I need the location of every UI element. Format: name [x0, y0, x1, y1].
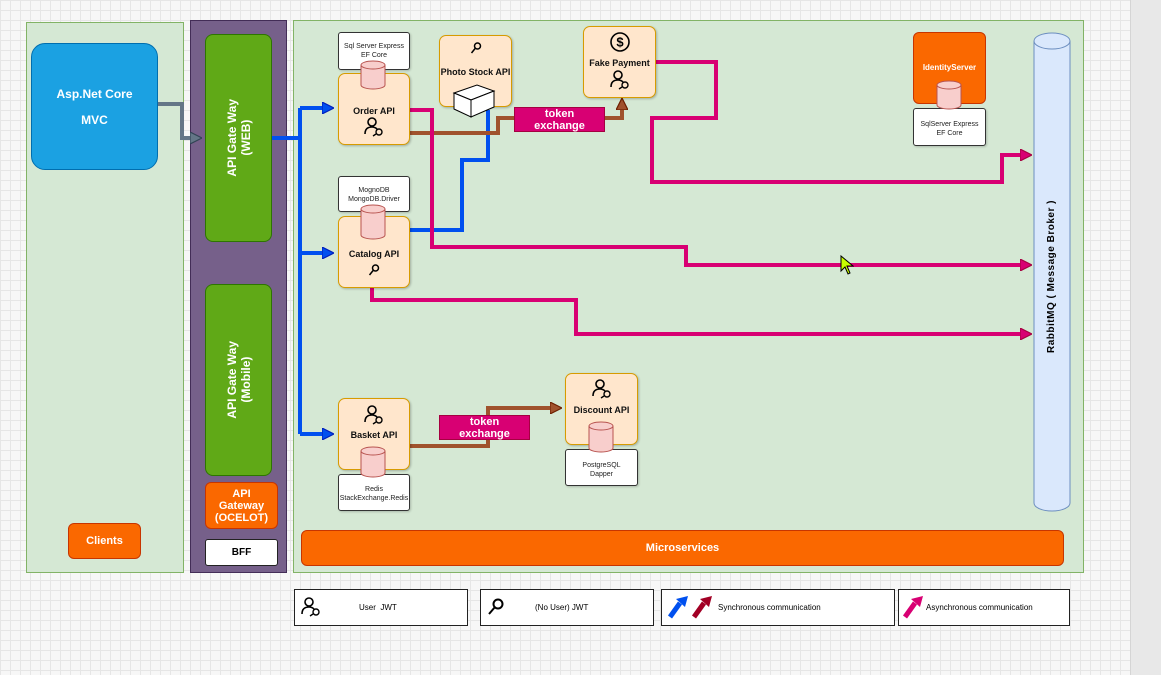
- fake-payment-name: Fake Payment: [589, 58, 650, 68]
- key-icon: [339, 264, 409, 278]
- storage-cube-icon: [451, 83, 497, 119]
- ocelot-gateway[interactable]: API Gateway (OCELOT): [205, 482, 278, 529]
- user-jwt-icon: [566, 379, 637, 401]
- legend-async-label: Asynchronous communication: [926, 603, 1033, 612]
- photo-stock-name: Photo Stock API: [440, 67, 511, 77]
- clients-label[interactable]: Clients: [68, 523, 141, 559]
- discount-db-label: PostgreSQL Dapper: [565, 449, 638, 486]
- basket-db-cylinder: [360, 446, 386, 478]
- basket-db-label: Redis StackExchange.Redis: [338, 474, 410, 511]
- order-db-label: Sql Server Express EF Core: [338, 32, 410, 70]
- catalog-db-cylinder: [360, 204, 386, 240]
- user-jwt-icon: [301, 596, 321, 619]
- mouse-cursor-icon: [840, 254, 855, 275]
- api-gateway-mobile[interactable]: API Gate Way (Mobile): [205, 284, 272, 476]
- vertical-scrollbar[interactable]: [1130, 0, 1161, 675]
- token-exchange-basket: token exchange: [439, 415, 530, 440]
- identity-db-cylinder: [936, 80, 962, 110]
- bff-label[interactable]: BFF: [205, 539, 278, 566]
- legend-user-jwt: User JWT: [294, 589, 468, 626]
- basket-service-name: Basket API: [350, 430, 398, 440]
- key-icon: [487, 598, 505, 618]
- user-jwt-icon: [584, 70, 655, 92]
- identity-server-name: IdentityServer: [922, 63, 977, 72]
- token-exchange-order: token exchange: [514, 107, 605, 132]
- microservices-label[interactable]: Microservices: [301, 530, 1064, 566]
- legend-user-jwt-label: User JWT: [359, 603, 397, 612]
- sync-arrow-icon: [666, 594, 716, 622]
- api-gateway-web-label: API Gate Way (WEB): [224, 99, 253, 177]
- mvc-client-node[interactable]: Asp.Net Core MVC: [31, 43, 158, 170]
- legend-sync-label: Synchronous communication: [718, 603, 821, 612]
- rabbitmq-label: RabbitMQ ( Message Broker ): [1046, 200, 1057, 354]
- user-jwt-icon: [339, 117, 409, 139]
- order-db-cylinder: [360, 60, 386, 90]
- identity-db-label: SqlServer Express EF Core: [913, 108, 986, 146]
- legend-no-user-jwt: (No User) JWT: [480, 589, 654, 626]
- api-gateway-mobile-label: API Gate Way (Mobile): [224, 341, 253, 419]
- legend-sync: Synchronous communication: [661, 589, 895, 626]
- fake-payment-service[interactable]: $ Fake Payment: [583, 26, 656, 98]
- legend-async: Asynchronous communication: [898, 589, 1070, 626]
- legend-no-user-jwt-label: (No User) JWT: [535, 603, 589, 612]
- user-jwt-icon: [339, 405, 409, 427]
- discount-db-cylinder: [588, 421, 614, 453]
- mvc-client-subtitle: MVC: [81, 112, 108, 127]
- api-gateway-web[interactable]: API Gate Way (WEB): [205, 34, 272, 242]
- key-icon: [440, 42, 511, 56]
- dollar-icon: $: [584, 31, 655, 55]
- order-service-name: Order API: [353, 106, 395, 116]
- svg-text:$: $: [616, 35, 624, 50]
- catalog-service-name: Catalog API: [348, 249, 400, 259]
- mvc-client-title: Asp.Net Core: [56, 86, 133, 101]
- rabbitmq-message-broker[interactable]: RabbitMQ ( Message Broker ): [1033, 32, 1071, 512]
- discount-service-name: Discount API: [573, 405, 630, 415]
- ocelot-gateway-label: API Gateway (OCELOT): [214, 487, 269, 524]
- async-arrow-icon: [902, 594, 926, 622]
